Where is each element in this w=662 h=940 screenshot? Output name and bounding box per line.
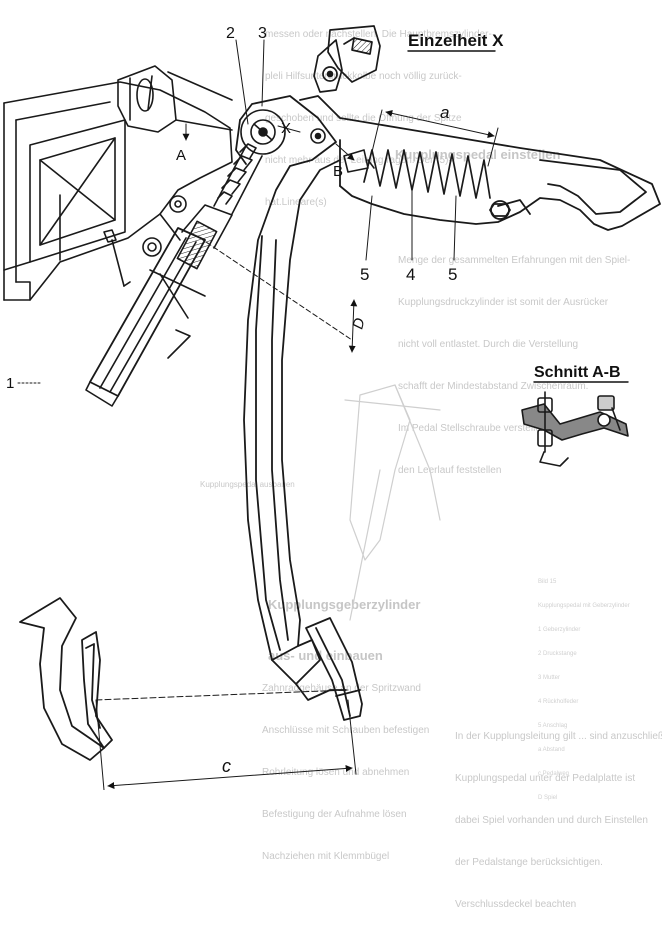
bleed-caption: Kupplungspedal ausbauen	[200, 480, 295, 489]
bleed-line: c Pedalweg	[538, 771, 570, 777]
bleed-line: hat.Lineare(s)	[265, 197, 327, 208]
pedal-lever	[235, 95, 347, 701]
bleed-line: a Abstand	[538, 747, 565, 753]
section-ab-inset	[521, 391, 629, 467]
bleed-line: den Leerlauf feststellen	[398, 465, 502, 476]
bleed-line: 3 Mutter	[538, 675, 561, 681]
pedal-pad	[305, 617, 363, 721]
point-a: A	[176, 147, 186, 164]
bleed-line: nicht voll entlastet. Durch die Verstell…	[398, 339, 579, 350]
callout-4: 4	[406, 265, 415, 284]
callout-2: 2	[226, 25, 235, 42]
bleed-line: Bild 15	[538, 579, 557, 585]
bleed-line: Nachziehen mit Klemmbügel	[262, 851, 390, 862]
bleed-line: Kupplungsdruckzylinder ist somit der Aus…	[398, 297, 609, 308]
bleed-line: In der Kupplungsleitung gilt ... sind an…	[455, 731, 662, 742]
callout-3: 3	[258, 25, 267, 42]
bleed-line: Menge der gesammelten Erfahrungen mit de…	[398, 255, 631, 266]
pedal-bracket	[3, 81, 233, 301]
label-detail-x: Einzelheit X	[408, 31, 504, 50]
bleed-heading-low: Kupplungsgeberzylinder aus- und einbauen	[268, 562, 420, 698]
drawing-labels: Einzelheit X Schnitt A-B 1 2 3 5 4 5 a c…	[6, 25, 629, 776]
bleed-line: schafft der Mindestabstand Zwischenraum.	[398, 381, 589, 392]
callout-5-right: 5	[448, 265, 457, 284]
bleed-line: 5 Anschlag	[538, 723, 568, 729]
bleed-legend: Bild 15 Kupplungspedal mit Geberzylinder…	[538, 562, 630, 818]
bleed-line: Kupplungsgeberzylinder	[268, 597, 421, 612]
cable-bracket	[299, 95, 661, 231]
bleed-line: der Pedalstange berücksichtigen.	[455, 857, 603, 868]
point-b: B	[333, 163, 343, 180]
bleed-text-mid-right: Menge der gesammelten Erfahrungen mit de…	[398, 226, 630, 506]
pivot-bracket	[117, 65, 233, 133]
dim-c: c	[222, 756, 231, 776]
return-spring	[343, 149, 491, 199]
annotation-lines	[17, 39, 499, 790]
dim-a: a	[440, 103, 449, 122]
clutch-pedal-drawing: Einzelheit X Schnitt A-B 1 2 3 5 4 5 a c…	[3, 25, 661, 790]
detail-x-inset	[313, 25, 381, 93]
bleed-line: 1 Geberzylinder	[538, 627, 581, 633]
bleed-line: Befestigung der Aufnahme lösen	[262, 809, 407, 820]
point-x: X	[281, 120, 291, 137]
rubber-boot	[213, 143, 263, 215]
manual-page: messen oder nachstellen. Die Hauptbremsz…	[3, 25, 662, 910]
pivot-assembly	[240, 109, 326, 155]
bleed-line: Verschlussdeckel beachten	[455, 899, 577, 910]
bleed-line: messen oder nachstellen. Die Hauptbremsz…	[265, 29, 492, 40]
bleed-line: Anschlüsse mit Schrauben befestigen	[262, 725, 430, 736]
bleed-line: 2 Druckstange	[538, 651, 577, 657]
bleed-figure	[344, 384, 441, 621]
bleed-line: Im Pedal Stellschraube verstellen	[398, 423, 547, 434]
callout-5-left: 5	[360, 265, 369, 284]
callout-1: 1	[6, 375, 14, 392]
bleed-line: 4 Rückholfeder	[538, 699, 579, 705]
bleed-line: Kupplungspedal mit Geberzylinder	[538, 603, 630, 609]
master-cylinder	[85, 195, 233, 407]
pedal-pad-travel	[19, 597, 113, 761]
bleed-line: dabei Spiel vorhanden und durch Einstell…	[455, 815, 648, 826]
label-section-ab: Schnitt A-B	[534, 364, 621, 381]
dim-d: D	[349, 316, 368, 331]
bleed-line: Kupplungspedal unter der Pedalplatte ist	[455, 773, 636, 784]
